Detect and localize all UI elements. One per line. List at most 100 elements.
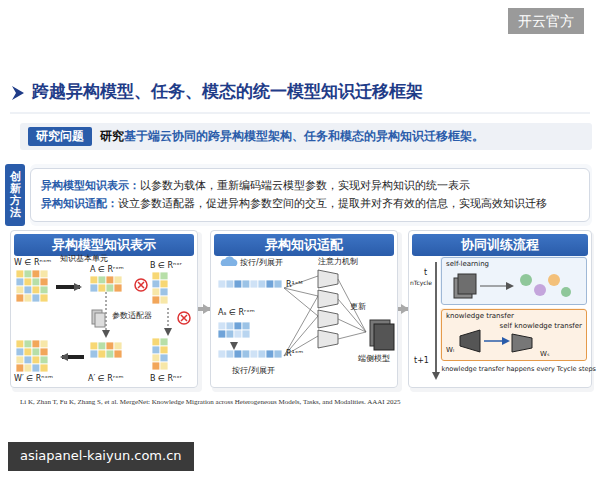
time-axis [435, 262, 437, 378]
matrix-cell [16, 348, 24, 356]
matrix-cell [16, 270, 24, 278]
annotation: knowledge transfer happens every Tcycle … [441, 366, 596, 373]
watermark: 开云官方 [508, 8, 584, 34]
matrix-cell [226, 322, 234, 330]
matrix-cell [32, 270, 40, 278]
matrix-cell [90, 284, 98, 292]
matrix-cell [218, 350, 226, 358]
matrix-cell [274, 280, 282, 288]
matrix-cell [266, 350, 274, 358]
matrix-cell [32, 356, 40, 364]
matrix-cell [152, 296, 160, 304]
matrix-cell [242, 330, 250, 338]
node-box: 研究问题 [28, 127, 92, 146]
annotation: 更新 [350, 302, 366, 311]
matrix-cell [250, 350, 258, 358]
method-box: 异构模型知识表示：以参数为载体，重新编码端云模型参数，实现对异构知识的统一表示异… [30, 168, 590, 222]
panel-bg [210, 230, 398, 388]
matrix-cell [242, 280, 250, 288]
panel: 协同训练流程self-learningknowledge transfersel… [408, 230, 592, 388]
matrix-cell [152, 272, 160, 280]
matrix-cell [40, 356, 48, 364]
panel-header: 异构模型知识表示 [14, 234, 194, 256]
panel-bg [408, 230, 592, 388]
matrix-cell [114, 342, 122, 350]
small-model [512, 334, 532, 352]
node-box: 创新方法 [5, 164, 25, 226]
matrix-cell [106, 350, 114, 358]
matrix-cell [218, 330, 226, 338]
matrix-cell [234, 280, 242, 288]
matrix-cell [98, 276, 106, 284]
annotation: B ∈ Rⁿˣʳ [150, 374, 182, 383]
node-label: knowledge transfer [446, 312, 514, 320]
watermark: asiapanel-kaiyun.com.cn [8, 442, 194, 471]
matrix-cell [242, 350, 250, 358]
annotation: nTcycle [410, 280, 432, 287]
matrix-cell [234, 330, 242, 338]
method-shadow [30, 164, 592, 226]
question-band [20, 123, 592, 150]
matrix-cell [226, 280, 234, 288]
matrix-cell [226, 330, 234, 338]
matrix-cell [90, 342, 98, 350]
annotation: Aₛ ∈ Rʳˣᵐ [218, 308, 255, 317]
matrix-cell [152, 288, 160, 296]
matrix-cell [152, 280, 160, 288]
annotation: W′ ∈ Rⁿˣᵐ [14, 374, 53, 383]
node-label: 创新方法 [10, 171, 21, 219]
annotation: t+1 [414, 356, 429, 365]
matrix-cell [98, 350, 106, 358]
annotation: R¹ˣᵐ [286, 349, 303, 358]
annotation: Wₗ [446, 346, 454, 354]
model-block [458, 274, 476, 294]
data-cluster [534, 284, 546, 296]
flow-arrow [398, 307, 408, 311]
matrix-cell [234, 322, 242, 330]
matrix-cell [24, 348, 32, 356]
attention-links [284, 276, 318, 356]
matrix-cell [40, 340, 48, 348]
matrix-cell [258, 350, 266, 358]
annotation: 知识基本单元 [60, 254, 108, 263]
matrix-cell [40, 294, 48, 302]
method-heading: 异构模型知识表示： [41, 179, 140, 192]
matrix-grids [16, 270, 282, 372]
matrix-cell [160, 338, 168, 346]
matrix-cell [40, 364, 48, 372]
method-heading: 异构知识适配： [41, 197, 118, 210]
matrix-cell [32, 340, 40, 348]
matrix-cell [24, 278, 32, 286]
panel-bg [10, 230, 198, 388]
matrix-cell [234, 350, 242, 358]
matrix-cell [160, 288, 168, 296]
node-box: self-learning [441, 257, 587, 305]
matrix-cell [16, 356, 24, 364]
panel-header: 异构知识适配 [214, 234, 394, 256]
matrix-cell [16, 286, 24, 294]
matrix-cell [160, 280, 168, 288]
method-body: 以参数为载体，重新编码端云模型参数，实现对异构知识的统一表示 [140, 179, 470, 192]
panel-header: 协同训练流程 [412, 234, 588, 256]
matrix-cell [152, 338, 160, 346]
matrix-cell [218, 280, 226, 288]
matrix-cell [152, 362, 160, 370]
annotation: 基于端云协同的跨异构模型架构、任务和模态的异构知识迁移框架。 [124, 130, 484, 144]
adapter-stack [95, 313, 105, 327]
matrix-cell [218, 322, 226, 330]
annotation: 端侧模型 [358, 354, 390, 363]
self-learning-bg [440, 256, 586, 304]
annotation: A ∈ Rʳˣᵐ [90, 265, 124, 274]
annotation: 按行/列展开 [232, 366, 275, 375]
annotation: t [424, 268, 427, 277]
matrix-cell [266, 280, 274, 288]
node-label: 研究问题 [36, 128, 84, 145]
matrix-cell [16, 278, 24, 286]
matrix-cell [160, 362, 168, 370]
cloud-icon [221, 256, 238, 266]
matrix-cell [160, 346, 168, 354]
annotation: 按行/列展开 [240, 258, 283, 267]
matrix-cell [40, 286, 48, 294]
matrix-cell [242, 322, 250, 330]
matrix-cell [160, 354, 168, 362]
